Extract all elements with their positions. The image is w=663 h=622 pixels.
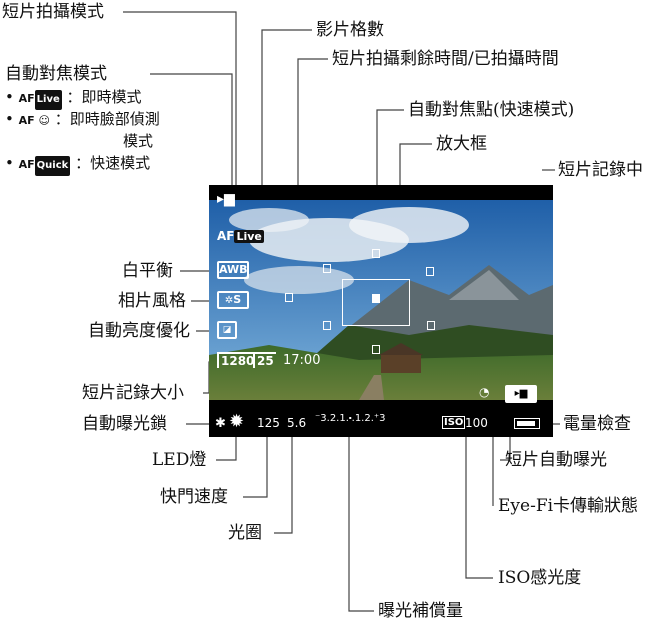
label-picture-style: 相片風格 <box>118 291 186 311</box>
label-shutter-speed: 快門速度 <box>160 487 228 507</box>
af-point <box>323 264 331 273</box>
af-mode-item-face: • AF ☺ ：即時臉部偵測 <box>5 110 160 128</box>
label-auto-lighting-optimizer: 自動亮度優化 <box>88 321 190 341</box>
live-mode-icon: Live <box>34 90 62 110</box>
label-eyefi-status: Eye-Fi卡傳輸狀態 <box>498 496 639 516</box>
aperture-readout: 5.6 <box>287 416 307 430</box>
label-movie-shooting-mode: 短片拍攝模式 <box>2 2 104 22</box>
quick-mode-icon: Quick <box>34 156 71 176</box>
af-point <box>323 321 331 330</box>
face-detection-icon: ☺ <box>38 114 50 127</box>
picture-style-icon: ✲S <box>217 291 249 309</box>
movie-auto-exposure-icon: ▸▆ <box>505 385 537 403</box>
label-exposure-compensation: 曝光補償量 <box>378 601 463 621</box>
label-remaining-time: 短片拍攝剩餘時間/已拍攝時間 <box>332 49 559 69</box>
label-ae-lock: 自動曝光鎖 <box>82 414 167 434</box>
scene-image <box>209 185 553 437</box>
label-af-mode: 自動對焦模式 <box>5 64 107 84</box>
movie-mode-icon: ▸▆ <box>217 191 235 207</box>
af-point <box>427 321 435 330</box>
movie-rec-size-icon: 1280 <box>217 352 257 368</box>
label-white-balance: 白平衡 <box>122 261 173 281</box>
eyefi-status-icon: ◔ <box>479 385 490 399</box>
af-point <box>426 267 434 276</box>
af-mode-item-face-cont: 模式 <box>123 132 154 150</box>
label-af-point: 自動對焦點(快速模式) <box>408 100 575 120</box>
label-aperture: 光圈 <box>228 523 262 543</box>
ae-lock-icon: ✱ <box>215 416 226 431</box>
led-light-icon: ✹ <box>229 411 245 432</box>
magnify-frame <box>342 279 410 326</box>
iso-readout: 100 <box>465 416 488 430</box>
exposure-level-scale: ⁻3.2.1.⬝.1.2.⁺3 <box>315 413 386 424</box>
label-movie-rec-size: 短片記錄大小 <box>82 383 184 403</box>
remaining-time-readout: 17:00 <box>283 353 321 368</box>
white-balance-icon: AWB <box>217 261 249 279</box>
label-battery-check: 電量檢查 <box>563 414 631 434</box>
label-magnify-frame: 放大框 <box>436 134 487 154</box>
iso-icon: ISO <box>442 416 466 429</box>
frame-rate-icon: 25 <box>253 352 276 368</box>
af-point <box>372 249 380 258</box>
shutter-speed-readout: 125 <box>257 416 280 430</box>
af-point <box>285 293 293 302</box>
af-point <box>372 294 380 303</box>
label-frame-rate: 影片格數 <box>316 20 384 40</box>
label-iso-speed: ISO感光度 <box>498 568 582 588</box>
auto-lighting-optimizer-icon: ◪ <box>217 321 237 339</box>
label-recording: 短片記錄中 <box>558 160 643 180</box>
label-led-light: LED燈 <box>152 450 207 470</box>
label-movie-auto-exposure: 短片自動曝光 <box>505 450 607 470</box>
af-point <box>372 345 380 354</box>
battery-icon <box>514 418 540 429</box>
